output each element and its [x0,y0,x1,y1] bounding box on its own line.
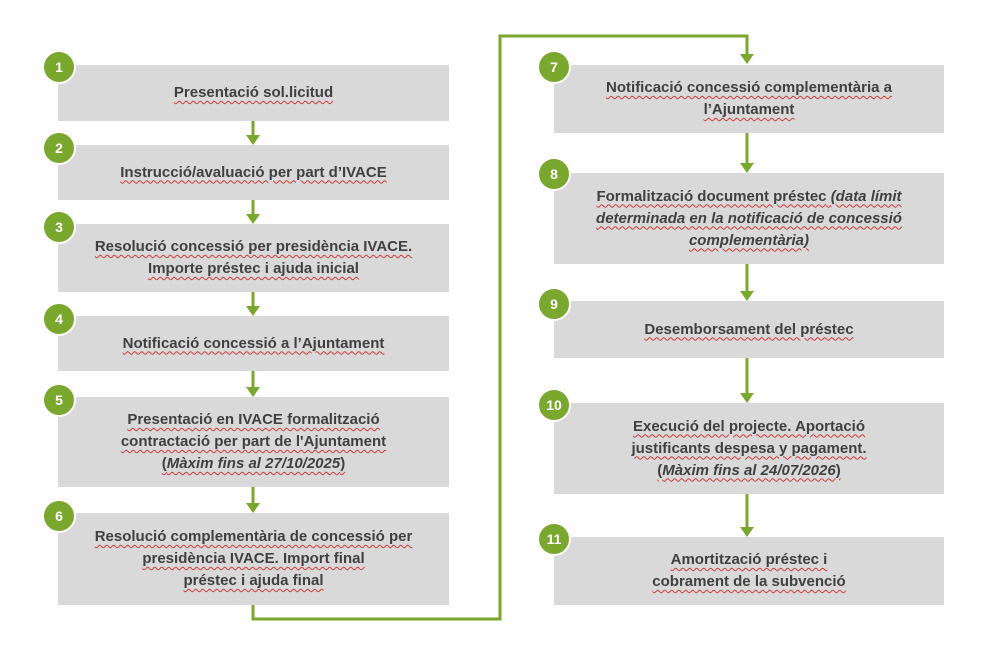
step-2-text: Instrucció/avaluació per part d’IVACE [120,163,387,181]
step-11-line-1: Amortització préstec i [670,551,828,568]
arrowhead [246,503,260,513]
step-6-line-3: préstec i ajuda final [183,572,324,589]
step-1-badge: 1 [42,50,76,84]
step-5-deadline: Màxim fins al 27/10/2025 [166,455,341,472]
step-7-text: Notificació concessió complementària a l… [606,77,892,121]
step-6-line-1: Resolució complementària de concessió pe… [94,528,413,545]
step-2-box: Instrucció/avaluació per part d’IVACE [58,145,449,200]
step-6-line-2: presidència IVACE. Import final [142,550,365,567]
step-3-box: Resolució concessió per presidència IVAC… [58,224,449,292]
step-4-badge: 4 [42,302,76,336]
step-4-text: Notificació concessió a l’Ajuntament [122,334,385,352]
step-6-text: Resolució complementària de concessió pe… [95,526,413,592]
step-9-box: Desemborsament del préstec [554,301,944,358]
step-10-paren-close: ) [835,461,841,479]
step-5-line-2: contractació per part de l'Ajuntament [120,433,387,450]
step-5-paren-close: ) [340,455,346,472]
step-8-line-1: Formalització document préstec [596,187,827,205]
step-4-box: Notificació concessió a l’Ajuntament [58,316,449,371]
step-3-badge: 3 [42,210,76,244]
step-10-badge: 10 [537,388,571,422]
step-6-box: Resolució complementària de concessió pe… [58,513,449,605]
step-10-box: Execució del projecte. Aportació justifi… [554,403,944,494]
step-10-line-1: Execució del projecte. Aportació [632,417,865,435]
step-1-text: Presentació sol.licitud [173,84,334,101]
step-2-badge: 2 [42,131,76,165]
step-7-line-1: Notificació concessió complementària a [606,79,892,96]
step-10-text: Execució del projecte. Aportació justifi… [631,416,866,482]
step-11-line-2: cobrament de la subvenció [652,573,846,590]
step-11-box: Amortització préstec i cobrament de la s… [554,537,944,605]
step-5-line-1: Presentació en IVACE formalització [127,411,380,428]
step-3-line-1: Resolució concessió per presidència IVAC… [94,238,413,255]
arrowhead [246,306,260,316]
step-7-box: Notificació concessió complementària a l… [554,65,944,133]
step-5-paren-open: ( [161,455,167,472]
step-8-line-2: determinada en la notificació de concess… [596,209,902,227]
step-3-text: Resolució concessió per presidència IVAC… [95,236,412,280]
arrowhead [246,135,260,145]
step-9-text: Desemborsament del préstec [644,320,854,338]
step-8-box: Formalització document préstec (data lím… [554,173,944,264]
step-7-badge: 7 [537,50,571,84]
step-1-box: Presentació sol.licitud [58,65,449,121]
arrowhead [740,393,754,403]
step-8-line-1-italic: (data límit [830,187,902,205]
step-5-box: Presentació en IVACE formalització contr… [58,397,449,487]
step-10-paren-open: ( [657,461,663,479]
step-5-badge: 5 [42,383,76,417]
step-10-deadline: Màxim fins al 24/07/2026 [662,461,836,479]
step-11-text: Amortització préstec i cobrament de la s… [652,549,845,593]
step-11-badge: 11 [537,522,571,556]
step-10-line-2: justificants despesa y pagament. [631,439,867,457]
step-8-badge: 8 [537,157,571,191]
step-8-text: Formalització document préstec (data lím… [596,186,902,252]
arrowhead [740,527,754,537]
arrowhead [740,163,754,173]
arrowhead [246,387,260,397]
connector-6-7 [251,34,749,621]
arrowhead [740,54,754,64]
arrowhead [740,291,754,301]
step-3-line-2: Importe préstec i ajuda inicial [148,260,359,277]
arrowhead [246,214,260,224]
step-6-badge: 6 [42,499,76,533]
step-5-text: Presentació en IVACE formalització contr… [121,409,386,475]
step-7-line-2: l’Ajuntament [703,101,795,118]
step-8-line-3: complementària) [688,231,810,249]
step-9-badge: 9 [537,287,571,321]
